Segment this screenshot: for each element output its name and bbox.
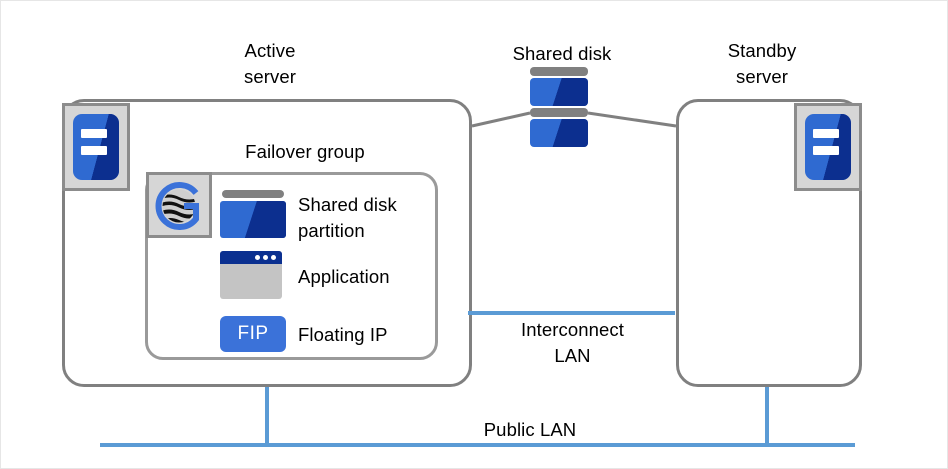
- standby-server-label: Standby server: [727, 40, 797, 87]
- failover-group-label: Failover group: [245, 141, 365, 162]
- shared-disk-partition-icon: [220, 190, 286, 238]
- expresscluster-g-logo-icon: [146, 172, 212, 238]
- interconnect-lan-label: Interconnect LAN: [520, 319, 624, 366]
- server-glyph-bar-1: [812, 128, 839, 138]
- public-lan-label: Public LAN: [483, 419, 577, 440]
- server-glyph-bar-1: [80, 128, 107, 138]
- failover-group-box: [145, 172, 438, 360]
- application-window-icon: [220, 251, 282, 299]
- public-lan-riser-standby: [765, 387, 769, 445]
- public-lan-riser-active: [265, 387, 269, 445]
- standby-server-icon: [794, 103, 862, 191]
- shared-disk-partition-label: Shared disk partition: [298, 194, 397, 241]
- public-lan-line: [100, 443, 855, 447]
- server-glyph-bar-2: [812, 145, 839, 155]
- window-dot-3: [271, 255, 276, 260]
- floating-ip-label: Floating IP: [298, 324, 388, 345]
- disk-cap: [222, 190, 284, 198]
- disk-unit-1-body: [530, 78, 588, 106]
- server-glyph: [805, 114, 851, 180]
- disk-body: [220, 201, 286, 238]
- disk-unit-2-cap: [530, 108, 588, 117]
- fip-badge-icon: FIP: [220, 316, 286, 352]
- server-glyph-bar-2: [80, 145, 107, 155]
- interconnect-lan-line: [468, 311, 675, 315]
- application-label: Application: [298, 266, 390, 287]
- window-titlebar: [220, 251, 282, 264]
- disk-unit-1-cap: [530, 67, 588, 76]
- window-dot-1: [255, 255, 260, 260]
- shared-disk-array-icon: [530, 67, 588, 147]
- active-server-label: Active server: [244, 40, 296, 87]
- window-dot-2: [263, 255, 268, 260]
- active-server-icon: [62, 103, 130, 191]
- wire-active-to-shared-disk: [471, 111, 531, 128]
- server-glyph: [73, 114, 119, 180]
- shared-disk-label: Shared disk: [512, 43, 612, 64]
- disk-unit-2-body: [530, 119, 588, 147]
- wire-shared-disk-to-standby: [587, 111, 677, 128]
